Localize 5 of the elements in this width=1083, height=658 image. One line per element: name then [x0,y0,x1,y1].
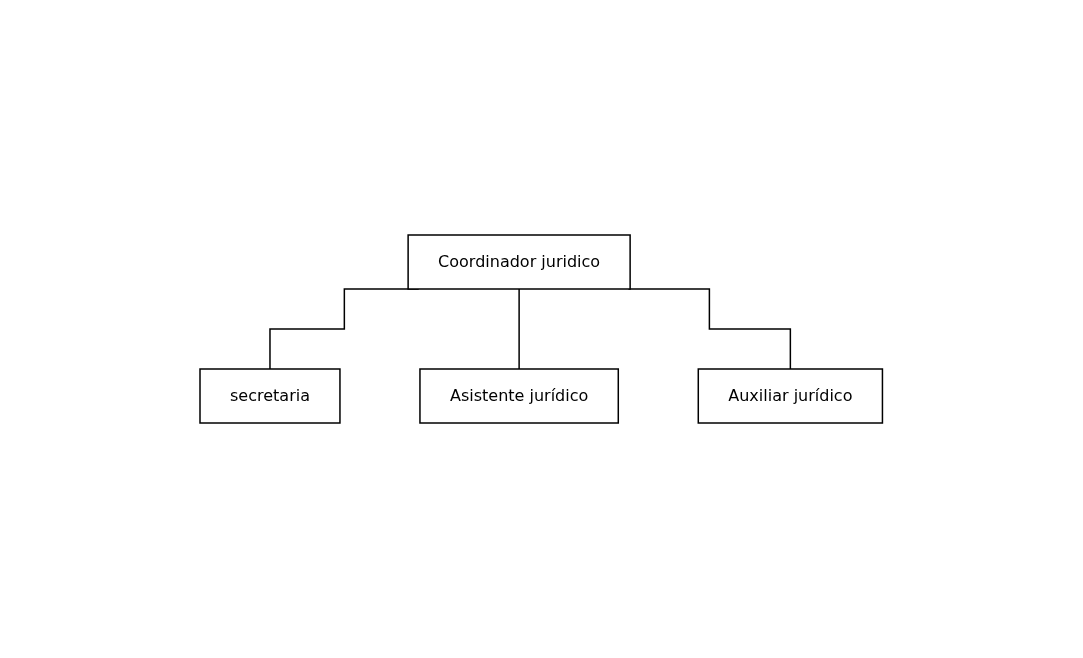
node-box: Auxiliar jurídico [697,368,884,424]
connector [518,288,521,370]
node-box: Coordinador juridico [407,234,632,290]
node-box: Asistente jurídico [419,368,620,424]
node-box: secretaria [199,368,341,424]
